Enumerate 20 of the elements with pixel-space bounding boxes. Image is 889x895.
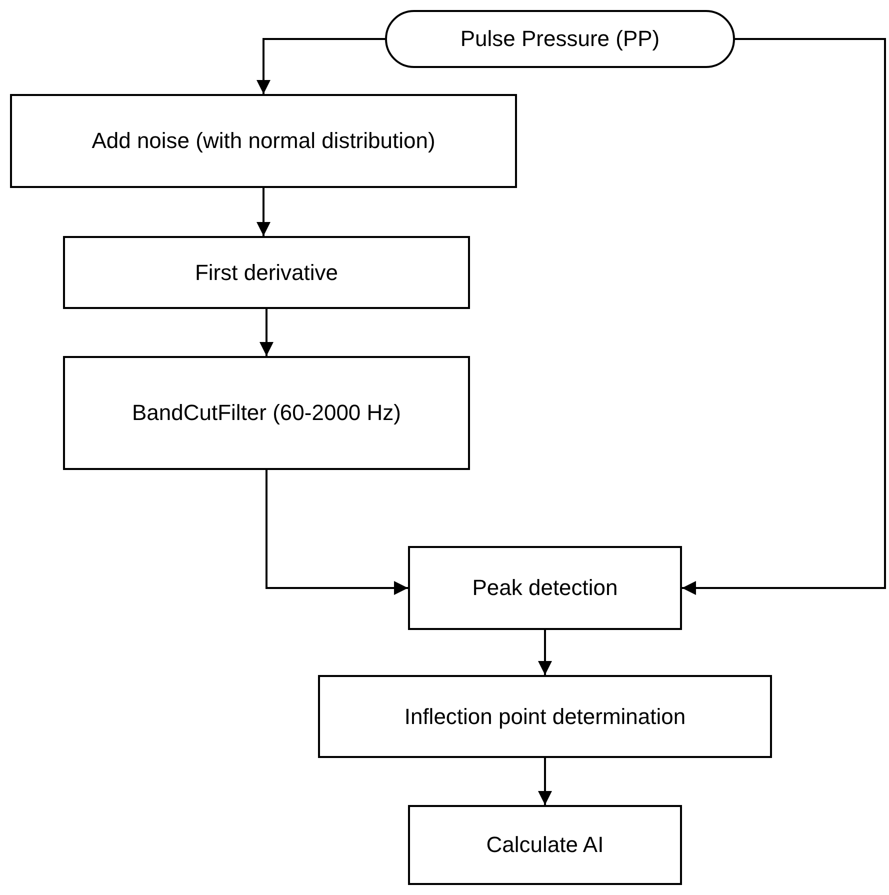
arrow bbox=[266, 470, 408, 595]
process-box bbox=[10, 94, 517, 188]
arrow bbox=[538, 630, 552, 675]
node-label: Calculate AI bbox=[485, 832, 605, 858]
process-box bbox=[63, 236, 470, 309]
arrow bbox=[260, 309, 274, 356]
process-box bbox=[63, 356, 470, 470]
node-label: Add noise (with normal distribution) bbox=[90, 128, 436, 154]
node-label: Peak detection bbox=[471, 575, 619, 601]
node-label: First derivative bbox=[194, 260, 340, 286]
node-label: Inflection point determination bbox=[403, 704, 687, 730]
arrow bbox=[538, 758, 552, 805]
arrow bbox=[682, 38, 886, 595]
arrow bbox=[256, 38, 385, 94]
process-box bbox=[408, 805, 682, 885]
process-box bbox=[318, 675, 772, 758]
process-box bbox=[408, 546, 682, 630]
node-label: BandCutFilter (60-2000 Hz) bbox=[130, 400, 402, 426]
node-label: Pulse Pressure (PP) bbox=[459, 26, 661, 52]
arrow bbox=[256, 188, 270, 236]
